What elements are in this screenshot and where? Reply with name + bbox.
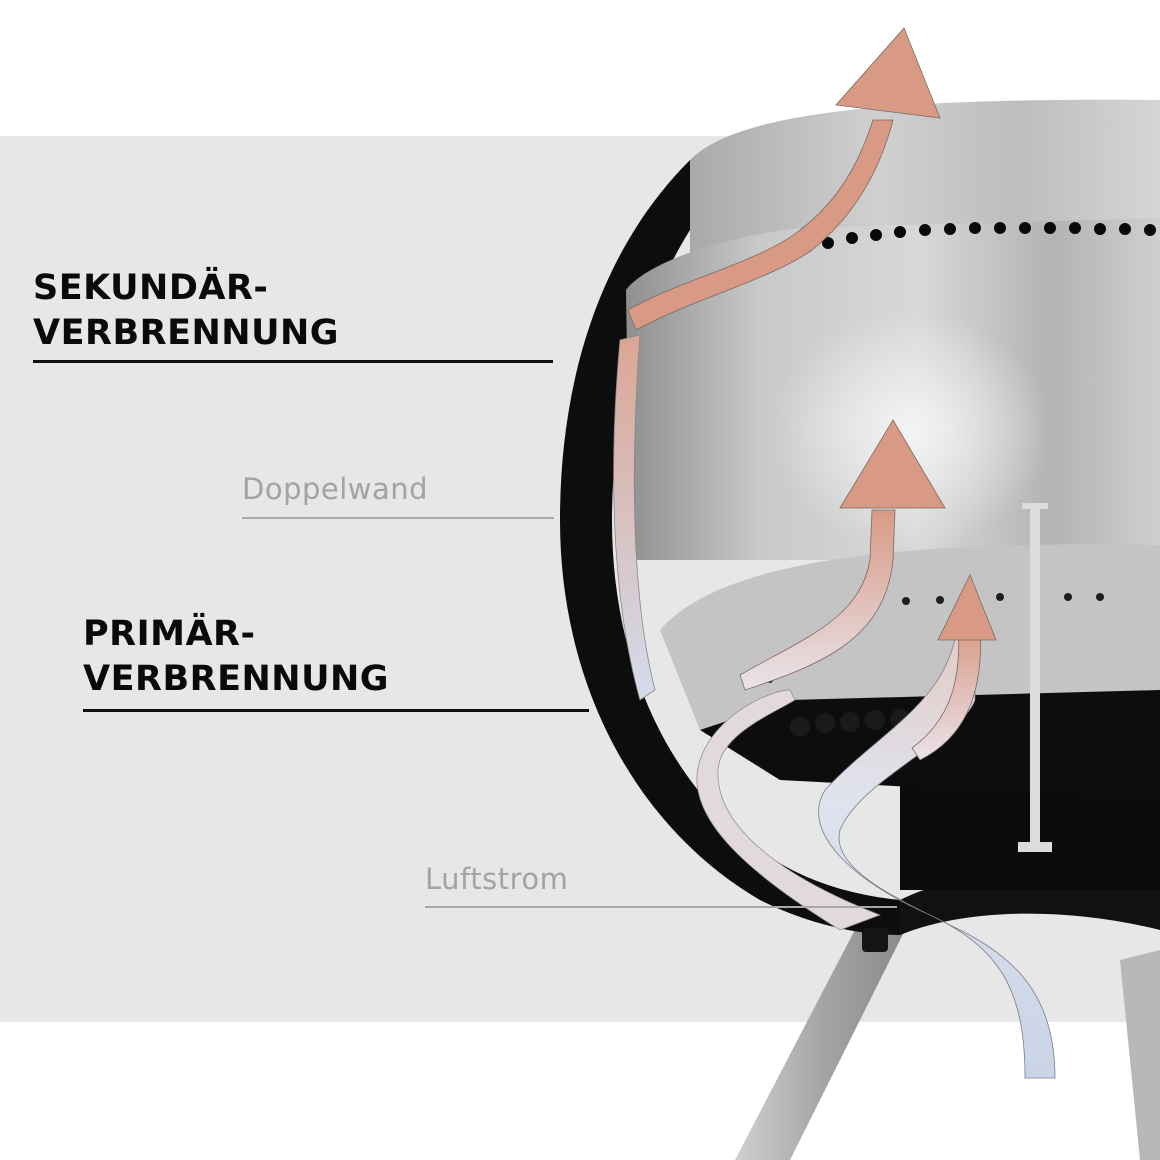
label-airflow: Luftstrom (425, 862, 569, 896)
label-secondary-line1: SEKUNDÄR- (33, 268, 269, 308)
inner-primary-arrow (911, 574, 997, 761)
inner-steel-bowl (626, 99, 1160, 560)
secondary-combustion-arrow (627, 27, 941, 331)
label-primary-line2: VERBRENNUNG (83, 659, 390, 699)
secondary-callout-line (33, 360, 553, 363)
double-wall-flow (613, 334, 656, 701)
label-double-wall: Doppelwand (242, 472, 429, 506)
label-primary-combustion: PRIMÄR- VERBRENNUNG (83, 612, 389, 702)
label-secondary-line2: VERBRENNUNG (33, 313, 340, 353)
airflow-callout-line (425, 906, 897, 908)
legs (735, 920, 1160, 1160)
label-primary-line1: PRIMÄR- (83, 614, 256, 654)
leg-bracket (862, 928, 888, 952)
label-secondary-combustion: SEKUNDÄR- VERBRENNUNG (33, 266, 339, 356)
double-wall-callout-line (242, 517, 554, 519)
primary-callout-line (83, 709, 589, 712)
outer-airflow (696, 689, 881, 931)
primary-combustion-arrow (739, 419, 946, 691)
